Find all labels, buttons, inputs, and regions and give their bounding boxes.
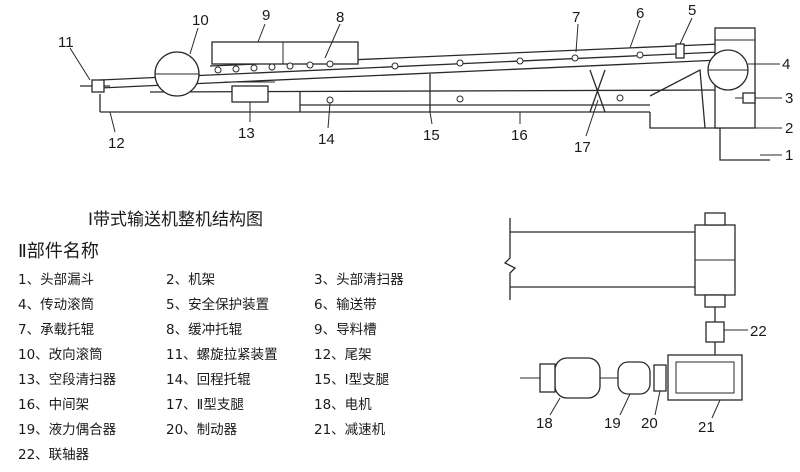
- part-item: 12、尾架: [314, 347, 372, 363]
- leader-12: [109, 111, 116, 133]
- part-item: 3、头部清扫器: [314, 272, 404, 288]
- leader-14: [327, 102, 331, 129]
- callout-6: 6: [636, 5, 644, 22]
- part-item: 16、中间架: [18, 397, 90, 413]
- idler-dot: [326, 60, 334, 68]
- part-item: 19、液力偶合器: [18, 422, 117, 438]
- callout-4: 4: [782, 56, 790, 73]
- part-item: 20、制动器: [166, 422, 238, 438]
- callout-19: 19: [604, 415, 621, 432]
- coupling: [705, 321, 725, 343]
- empty-section-cleaner: [231, 85, 269, 103]
- part-item: 18、电机: [314, 397, 372, 413]
- leader-19: [619, 393, 631, 416]
- leader-5: [679, 17, 693, 45]
- head-frame-brace: [649, 68, 706, 129]
- screw-takeup-block: [91, 79, 105, 93]
- leader-21: [711, 399, 721, 419]
- reducer-inner: [675, 361, 735, 394]
- part-item: 15、Ⅰ型支腿: [314, 372, 390, 388]
- idler-dot: [232, 65, 240, 73]
- motor: [554, 357, 601, 399]
- part-item: 13、空段清扫器: [18, 372, 117, 388]
- bearing-bottom: [704, 294, 726, 308]
- leader-18: [549, 397, 561, 416]
- part-item: 17、Ⅱ型支腿: [166, 397, 244, 413]
- motor-endcap: [539, 363, 556, 393]
- part-item: 8、缓冲托辊: [166, 322, 243, 338]
- leader-17: [585, 99, 599, 137]
- callout-7: 7: [572, 9, 580, 26]
- leader-11: [69, 47, 91, 81]
- idler-dot: [306, 61, 314, 69]
- idler-dot: [268, 63, 276, 71]
- conveyor-side-view: 1 2 3 4 5 6 7 8 9 10 11 12 13 14 15 16 1…: [58, 2, 793, 164]
- callout-10: 10: [192, 12, 209, 29]
- callout-1: 1: [785, 147, 793, 164]
- parts-list-title: Ⅱ部件名称: [18, 241, 99, 262]
- callout-11: 11: [58, 34, 74, 51]
- callout-22: 22: [750, 323, 767, 340]
- belt-upper-line-2: [99, 59, 721, 89]
- callout-3: 3: [785, 90, 793, 107]
- idler-dot: [250, 64, 258, 72]
- callout-16: 16: [511, 127, 528, 144]
- leader-lines: [69, 17, 782, 156]
- return-idler-dot: [456, 95, 464, 103]
- leader-10: [189, 27, 199, 55]
- callout-18: 18: [536, 415, 553, 432]
- drive-unit-plan-view: 22 18 19 20 21: [503, 212, 767, 436]
- idler-dot: [636, 51, 644, 59]
- idler-dot: [286, 62, 294, 70]
- leader-9: [257, 23, 266, 43]
- idler-dot: [456, 59, 464, 67]
- callout-2: 2: [785, 120, 793, 137]
- fluid-coupling: [617, 361, 651, 395]
- callout-17: 17: [574, 139, 591, 156]
- part-item: 4、传动滚筒: [18, 297, 95, 313]
- idler-dot: [571, 54, 579, 62]
- part-item: 6、输送带: [314, 297, 377, 313]
- head-cleaner: [742, 92, 756, 104]
- leg-type2-b: [589, 69, 606, 113]
- diagram-caption: Ⅰ带式输送机整机结构图: [88, 210, 264, 230]
- part-item: 9、导料槽: [314, 322, 377, 338]
- leader-7: [575, 23, 579, 53]
- skirt-board: [211, 41, 359, 65]
- callout-20: 20: [641, 415, 658, 432]
- callout-9: 9: [262, 7, 270, 24]
- leader-8: [324, 23, 341, 59]
- bearing-top: [704, 212, 726, 226]
- callout-15: 15: [423, 127, 440, 144]
- leader-15: [429, 111, 433, 125]
- part-item: 11、螺旋拉紧装置: [166, 347, 278, 363]
- safety-device: [675, 43, 685, 59]
- brake: [653, 364, 667, 392]
- idler-dot: [214, 66, 222, 74]
- idler-dot: [516, 57, 524, 65]
- leader-6: [629, 19, 641, 49]
- part-item: 14、回程托辊: [166, 372, 251, 388]
- callout-12: 12: [108, 135, 125, 152]
- callout-14: 14: [318, 131, 335, 148]
- callout-21: 21: [698, 419, 715, 436]
- part-item: 21、减速机: [314, 422, 386, 438]
- part-item: 10、改向滚筒: [18, 347, 103, 363]
- part-item: 1、头部漏斗: [18, 272, 95, 288]
- part-item: 2、机架: [166, 272, 216, 288]
- callout-5: 5: [688, 2, 696, 19]
- return-idler-dot: [616, 94, 624, 102]
- return-idler-dot: [326, 96, 334, 104]
- part-item: 7、承载托辊: [18, 322, 95, 338]
- part-item: 5、安全保护装置: [166, 297, 270, 313]
- callout-8: 8: [336, 9, 344, 26]
- belt-upper-line: [99, 51, 721, 81]
- callout-13: 13: [238, 125, 255, 142]
- leader-20: [654, 390, 661, 416]
- idler-dot: [391, 62, 399, 70]
- part-item: 22、联轴器: [18, 447, 90, 463]
- break-mark: [503, 218, 517, 300]
